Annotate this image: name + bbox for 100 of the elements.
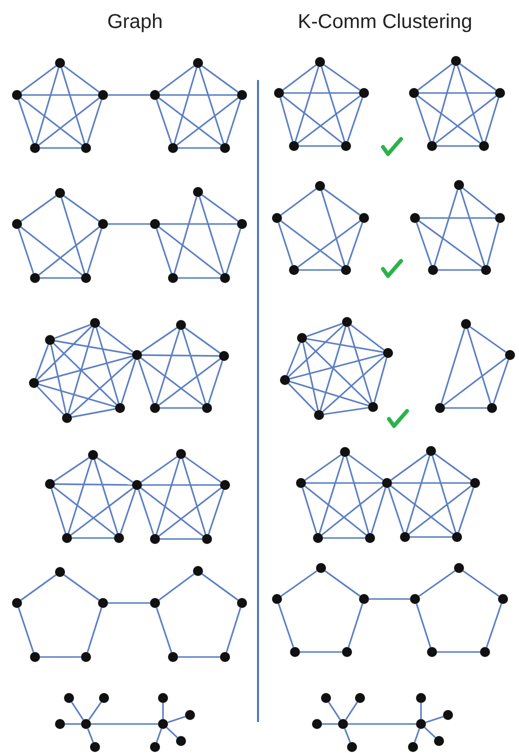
graph-edge — [108, 602, 150, 604]
graph-vertex — [341, 265, 351, 275]
graph-vertex — [359, 594, 369, 604]
graph-edge — [140, 327, 178, 353]
graph-edge — [208, 360, 224, 404]
graph-edge — [346, 222, 364, 266]
graph-edge — [320, 66, 346, 142]
graph-vertex — [289, 141, 299, 151]
graph-edge — [486, 222, 500, 266]
graph-edge — [414, 728, 420, 743]
graph-vertex — [314, 410, 324, 420]
graph-edge — [156, 330, 180, 404]
graph-edge — [120, 489, 136, 534]
graph-edge — [60, 198, 86, 274]
graph-edge — [208, 490, 224, 534]
graph-edge — [299, 145, 341, 147]
graph-edge — [156, 608, 172, 652]
graph-edge — [418, 570, 456, 597]
graph-vertex — [495, 213, 505, 223]
graph-vertex — [98, 598, 108, 608]
graph-vertex — [315, 181, 325, 191]
graph-edge — [140, 357, 204, 406]
graph-vertex — [168, 652, 178, 662]
graph-vertex — [427, 647, 437, 657]
graph-vertex — [185, 710, 195, 720]
graph-edge — [138, 359, 154, 404]
graph-edge — [437, 651, 480, 653]
graph-edge — [96, 328, 120, 404]
graph-edge — [168, 716, 186, 724]
graph-edge — [20, 574, 56, 601]
graph-vertex — [426, 446, 436, 456]
graph-edge — [182, 330, 206, 404]
graph-vertex — [312, 719, 322, 729]
graph-edge — [348, 326, 372, 402]
graph-edge — [198, 196, 224, 274]
graph-vertex — [428, 265, 438, 275]
graph-edge — [70, 487, 134, 536]
graph-edge — [140, 456, 178, 483]
graph-edge — [156, 458, 180, 534]
graph-edge — [486, 603, 502, 648]
graph-edge — [160, 223, 237, 225]
graph-edge — [416, 222, 432, 266]
graph-vertex — [470, 478, 480, 488]
graph-edge — [40, 147, 81, 149]
column-heading: Graph — [107, 12, 163, 32]
graph-vertex — [452, 532, 462, 542]
graph-edge — [306, 322, 343, 338]
graph-vertex — [81, 273, 91, 283]
graph-edge — [54, 457, 90, 482]
graph-edge — [184, 456, 222, 483]
graph-vertex — [98, 90, 108, 100]
graph-edge — [71, 702, 84, 720]
graph-edge — [440, 328, 466, 404]
graph-edge — [299, 269, 341, 271]
graph-edge — [158, 65, 194, 93]
column-heading: K-Comm Clustering — [298, 12, 472, 32]
graph-edge — [298, 95, 360, 144]
graph-edge — [280, 98, 294, 142]
graph-edge — [374, 358, 388, 402]
graph-edge — [158, 97, 222, 146]
graph-vertex — [342, 317, 352, 327]
graph-edge — [345, 702, 358, 720]
graph-edge — [410, 536, 452, 538]
graph-vertex — [416, 719, 426, 729]
graph-vertex — [30, 273, 40, 283]
graph-edge — [68, 460, 92, 534]
graph-edge — [86, 608, 102, 652]
graph-vertex — [81, 143, 91, 153]
graph-vertex — [435, 403, 445, 413]
graph-edge — [304, 454, 342, 481]
graph-edge — [40, 656, 81, 658]
graph-edge — [418, 95, 480, 144]
graph-vertex — [158, 693, 168, 703]
graph-vertex — [220, 143, 230, 153]
graph-edge — [280, 570, 318, 597]
graph-edge — [36, 386, 64, 415]
graph-vertex — [81, 652, 91, 662]
graph-edge — [86, 228, 102, 274]
graph-vertex — [480, 647, 490, 657]
graph-edge — [318, 456, 344, 534]
graph-edge — [226, 228, 242, 274]
graph-edge — [72, 408, 116, 418]
graph-edge — [420, 703, 422, 719]
graph-edge — [321, 485, 384, 536]
graph-edge — [466, 328, 492, 404]
graph-edge — [426, 716, 444, 724]
graph-edge — [202, 194, 238, 222]
graph-vertex — [193, 58, 203, 68]
graph-vertex — [289, 265, 299, 275]
graph-vertex — [30, 652, 40, 662]
graph-edge — [390, 453, 428, 481]
graph-vertex — [81, 719, 91, 729]
graph-edge — [462, 188, 497, 216]
graph-edge — [176, 97, 239, 146]
graph-edge — [320, 326, 346, 410]
graph-edge — [38, 356, 132, 382]
graph-edge — [65, 723, 81, 725]
graph-vertex — [272, 594, 282, 604]
graph-edge — [72, 537, 114, 539]
graph-vertex — [55, 719, 65, 729]
